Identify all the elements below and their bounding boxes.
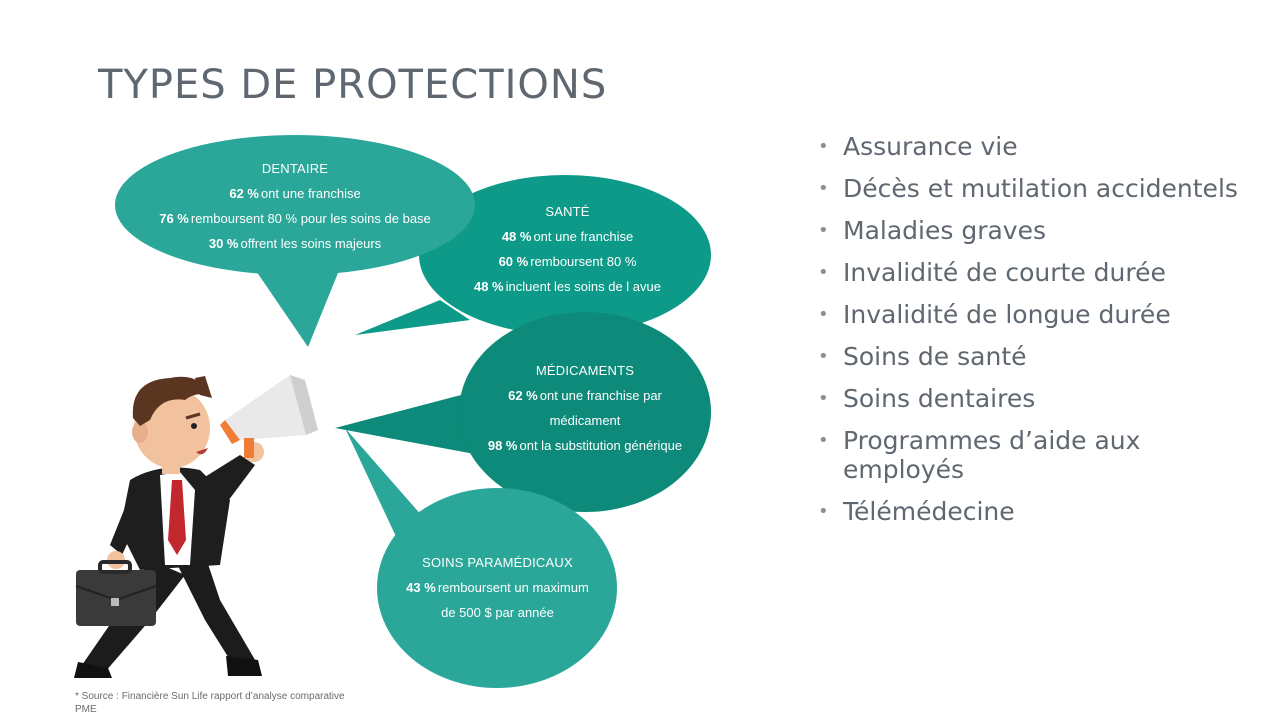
list-item: •Télémédecine	[818, 497, 1015, 526]
bullet-dot-icon: •	[818, 304, 829, 325]
source-footnote: * Source : Financière Sun Life rapport d…	[75, 691, 345, 715]
bullet-dot-icon: •	[818, 388, 829, 409]
paramedicaux-heading: SOINS PARAMÉDICAUX	[422, 555, 573, 570]
medicaments-line-2: médicament	[549, 413, 621, 428]
list-item: •Programmes d’aide aux employés	[818, 426, 1141, 484]
bullet-dot-icon: •	[818, 430, 829, 451]
bubble-dentaire-text: DENTAIRE 62 %ont une franchise 76 %rembo…	[115, 156, 475, 256]
medicaments-heading: MÉDICAMENTS	[535, 363, 635, 378]
bullet-dot-icon: •	[818, 262, 829, 283]
sante-line-3: 48 %incluent les soins de l avue	[473, 279, 661, 294]
bubble-medicaments	[335, 312, 711, 512]
bullet-dot-icon: •	[818, 501, 829, 522]
medicaments-line-1: 62 %ont une franchise par	[508, 388, 662, 403]
bullet-dot-icon: •	[818, 136, 829, 157]
bullet-dot-icon: •	[818, 220, 829, 241]
sante-heading: SANTÉ	[545, 204, 590, 219]
list-item: •Soins de santé	[818, 342, 1027, 371]
list-item: •Soins dentaires	[818, 384, 1036, 413]
medicaments-line-3: 98 %ont la substitution générique	[487, 438, 683, 453]
paramedicaux-line-2: de 500 $ par année	[441, 605, 554, 620]
bubble-dentaire	[115, 135, 475, 347]
list-item: •Invalidité de courte durée	[818, 258, 1166, 287]
sante-line-2: 60 %remboursent 80 %	[498, 254, 637, 269]
dentaire-line-3: 30 %offrent les soins majeurs	[208, 236, 382, 251]
list-item: •Invalidité de longue durée	[818, 300, 1171, 329]
list-item: •Décès et mutilation accidentels	[818, 174, 1238, 203]
dentaire-heading: DENTAIRE	[261, 161, 329, 176]
bubble-medicaments-text: MÉDICAMENTS 62 %ont une franchise par mé…	[465, 358, 705, 458]
coverage-list: •Assurance vie •Décès et mutilation acci…	[818, 132, 1258, 539]
dentaire-line-2: 76 %remboursent 80 % pour les soins de b…	[159, 211, 431, 226]
bullet-dot-icon: •	[818, 346, 829, 367]
bubble-paramedicaux-text: SOINS PARAMÉDICAUX 43 %remboursent un ma…	[385, 550, 610, 625]
list-item: •Maladies graves	[818, 216, 1046, 245]
businessman-megaphone-illustration	[74, 375, 318, 678]
dentaire-line-1: 62 %ont une franchise	[229, 186, 361, 201]
bubble-sante-text: SANTÉ 48 %ont une franchise 60 %rembours…	[445, 199, 690, 299]
page-title: TYPES DE PROTECTIONS	[98, 62, 608, 108]
sante-line-1: 48 %ont une franchise	[501, 229, 634, 244]
bubble-sante	[355, 175, 711, 335]
bubble-paramedicaux	[345, 428, 617, 688]
list-item: •Assurance vie	[818, 132, 1018, 161]
paramedicaux-line-1: 43 %remboursent un maximum	[406, 580, 589, 595]
bullet-dot-icon: •	[818, 178, 829, 199]
